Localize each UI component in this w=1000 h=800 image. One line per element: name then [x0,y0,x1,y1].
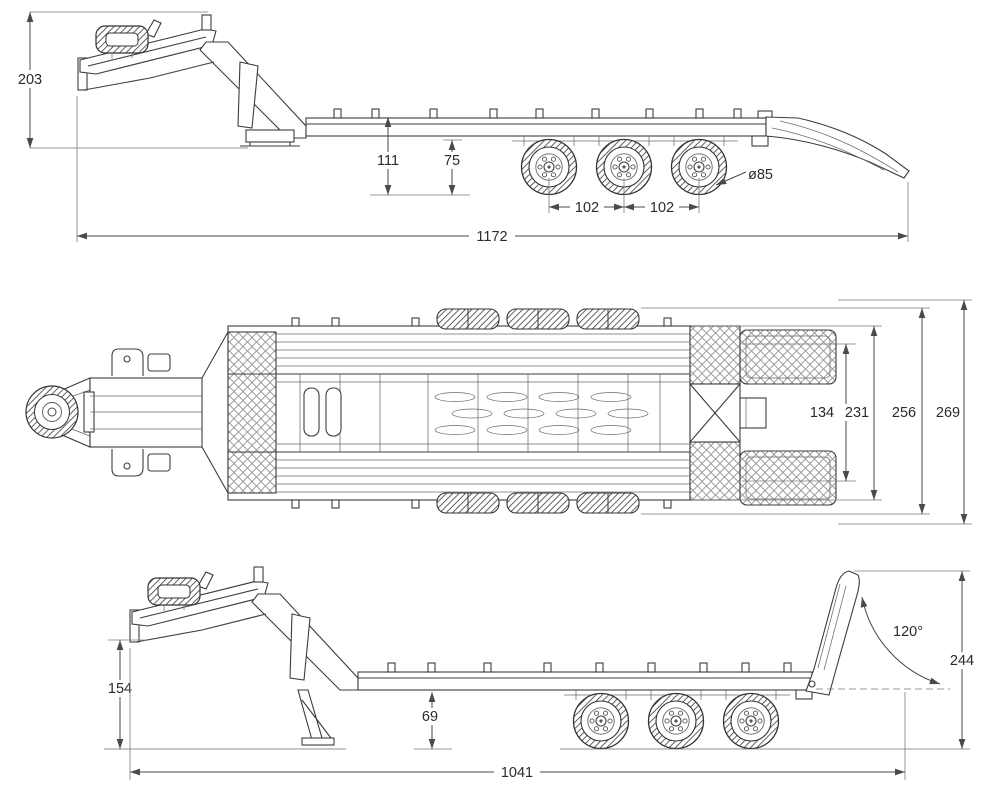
plan-tires-top [436,308,640,330]
dim-height-overall: 203 [12,11,248,149]
dim-ground-clearance: 69 [414,692,452,750]
dim-deck-height: 111 [370,117,470,196]
dim-label-width-over-tires: 256 [892,405,916,421]
dim-label-tire-diameter: ø85 [748,167,773,183]
dim-tire-diameter: ø85 [715,167,773,186]
stake-pockets [333,108,742,119]
dim-width-over-tires: 256 [641,307,930,515]
dim-ramp-angle: 120° [816,596,950,690]
dim-axle-spacing-2: 102 [624,199,699,216]
wheel-front-raised-view [572,692,630,750]
dim-label-height-overall: 203 [18,72,42,88]
dim-coupler-height: 154 [102,639,146,749]
dim-label-axle-spacing-2: 102 [650,200,674,216]
plan-ramps [739,329,837,506]
plan-outriggers [111,348,171,477]
dim-label-coupler-height: 154 [108,681,132,697]
wheel-rear-raised-view [722,692,780,750]
spare-tire-raised-view [147,577,201,611]
dim-label-base-length: 1041 [501,765,533,781]
plan-pockets [291,317,672,509]
dim-clearance-height: 75 [440,139,466,195]
dim-ramp-height: 244 [798,570,980,750]
dim-label-ramp-angle: 120° [893,624,923,640]
rear-ramp-raised [805,570,860,696]
gooseneck-raised-view [129,566,359,691]
plan-rear-section [689,325,767,501]
dim-label-deck-width: 231 [845,405,869,421]
dim-label-deck-height: 111 [377,153,399,169]
dim-label-ramp-height: 244 [950,653,974,669]
dim-label-inner-width: 134 [810,405,834,421]
dim-label-axle-spacing-1: 102 [575,200,599,216]
spare-tire [95,25,149,59]
side-view-ramps-down: 203 111 75 102 102 ø85 [12,11,910,245]
dim-label-ground-clearance: 69 [422,709,438,725]
dim-inner-width: 134 [742,343,856,482]
side-view-ramps-up: 154 69 120° 244 1041 [102,566,980,781]
dim-deck-width: 231 [692,325,882,501]
dim-label-overall-length: 1172 [476,229,507,245]
dim-label-overall-width: 269 [936,405,960,421]
rear-ramp-lowered [765,116,910,179]
plan-deck [227,317,691,509]
dim-overall-length: 1172 [76,96,909,245]
gooseneck [77,14,307,147]
dim-label-clearance-height: 75 [444,153,460,169]
jack-leg [297,689,335,746]
plan-tires-bottom [436,492,640,514]
plan-view: 134 231 256 269 [25,299,972,525]
deck-raised-view [357,662,813,700]
deck-planks-top [276,333,690,367]
stake-pockets-raised-view [387,662,792,673]
deck-planks-bottom [276,459,690,493]
deck-frame [276,374,690,452]
deck-slots [434,392,649,435]
plan-spare-tire [25,385,79,439]
dim-base-length: 1041 [129,648,906,781]
dim-overall-width: 269 [838,299,972,525]
wheel-middle-raised-view [647,692,705,750]
